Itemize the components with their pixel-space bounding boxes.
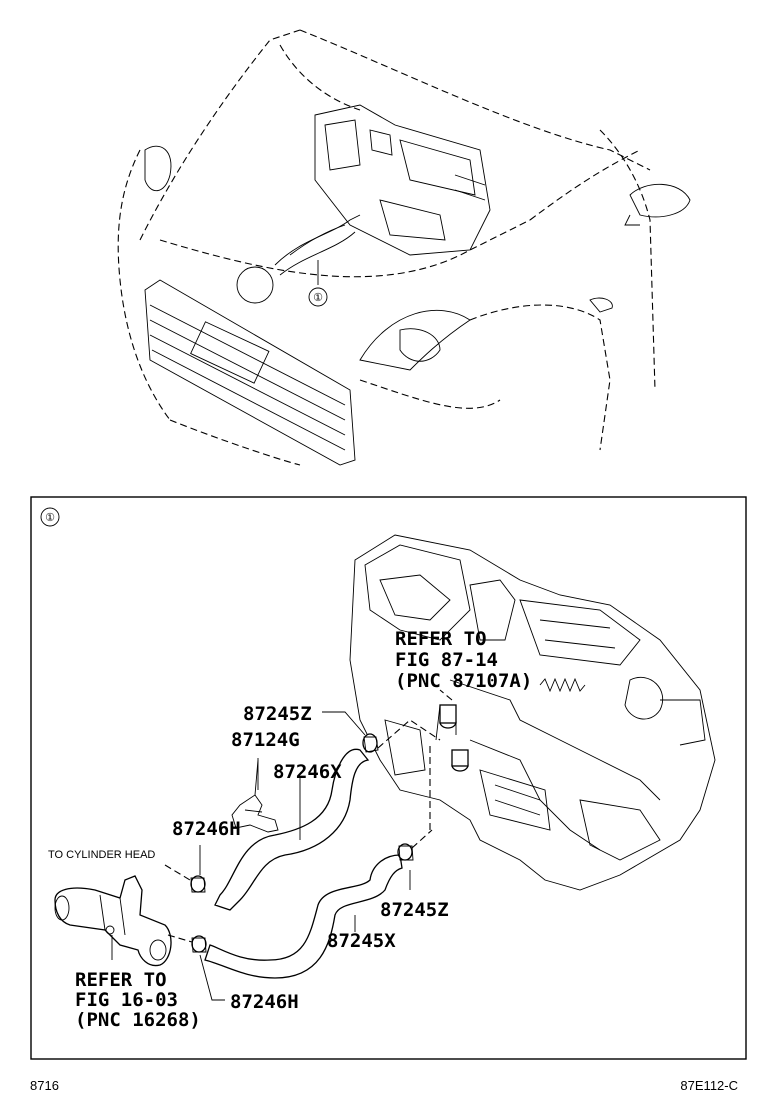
label-87245X: 87245X xyxy=(327,930,396,952)
clamp-87245Z-bottom xyxy=(397,843,414,861)
label-87245Z-top: 87245Z xyxy=(243,703,312,725)
refer-engine-line3: (PNC 16268) xyxy=(75,1009,201,1031)
refer-engine-line1: REFER TO xyxy=(75,969,167,991)
vehicle-front-illustration: ① xyxy=(117,29,691,466)
clamp-87245Z-top xyxy=(362,733,379,753)
detail-marker-circle xyxy=(40,507,60,527)
part-labels: REFER TO FIG 87-14 (PNC 87107A) 87245Z 8… xyxy=(48,628,532,1031)
bracket-87124G xyxy=(231,759,279,833)
heater-hose-87246X xyxy=(214,748,370,911)
refer-heater-line2: FIG 87-14 xyxy=(395,649,498,671)
callout-marker-circle xyxy=(308,287,328,307)
footer-figure-number: 8716 xyxy=(30,1078,59,1093)
heater-unit-assembly xyxy=(349,534,716,891)
heater-hose-87245X xyxy=(204,854,403,979)
clamp-87246H-top xyxy=(190,875,206,893)
label-87246H-top: 87246H xyxy=(172,818,241,840)
callout-marker: ① xyxy=(313,292,323,304)
water-outlet-fitting xyxy=(54,875,172,967)
label-87245Z-bottom: 87245Z xyxy=(380,899,449,921)
label-87246X: 87246X xyxy=(273,761,342,783)
footer-illustration-code: 87E112-C xyxy=(680,1078,738,1093)
detail-box-frame xyxy=(30,496,747,1060)
label-87246H-bottom: 87246H xyxy=(230,991,299,1013)
detail-marker: ① xyxy=(45,512,55,524)
label-87124G: 87124G xyxy=(231,729,300,751)
refer-heater-line1: REFER TO xyxy=(395,628,487,650)
refer-engine-line2: FIG 16-03 xyxy=(75,989,178,1011)
label-to-cylinder-head: TO CYLINDER HEAD xyxy=(48,849,155,861)
clamp-87246H-bottom xyxy=(191,935,207,953)
refer-heater-line3: (PNC 87107A) xyxy=(395,670,532,692)
leader-lines xyxy=(111,689,453,1001)
